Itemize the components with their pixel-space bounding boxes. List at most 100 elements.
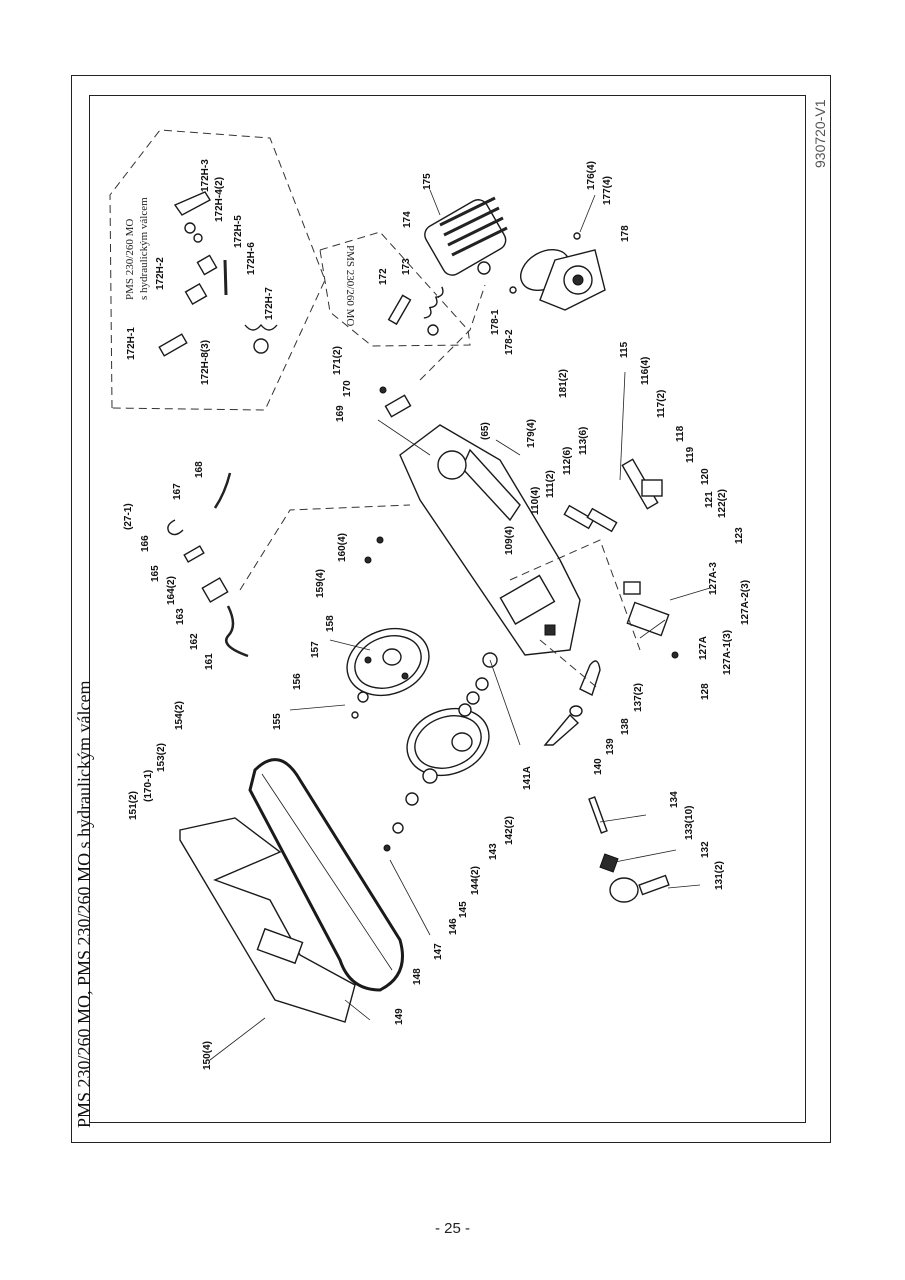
callout-122: 122(2) [717, 489, 728, 518]
callout-134: 134 [669, 791, 680, 808]
svg-text:177(4): 177(4) [602, 176, 613, 205]
svg-text:154(2): 154(2) [174, 701, 185, 730]
svg-text:161: 161 [204, 653, 215, 670]
svg-text:142(2): 142(2) [504, 816, 515, 845]
svg-text:116(4): 116(4) [640, 357, 651, 385]
svg-text:172H-5: 172H-5 [233, 215, 244, 248]
callout-109: 109(4) [504, 526, 515, 555]
svg-text:149: 149 [394, 1008, 405, 1025]
svg-text:172: 172 [378, 268, 389, 285]
inset-hydraulic-label-line1: PMS 230/260 MO [124, 219, 136, 300]
callout-172H-6: 172H-6 [246, 242, 257, 275]
svg-text:112(6): 112(6) [562, 447, 573, 475]
svg-text:169: 169 [335, 405, 346, 422]
svg-text:137(2): 137(2) [633, 683, 644, 712]
svg-text:172H-3: 172H-3 [200, 159, 211, 192]
inset-hydraulic-boundary [109, 129, 326, 411]
callout-159: 159(4) [315, 569, 326, 598]
callout-160: 160(4) [337, 533, 348, 562]
bow-frame [399, 424, 581, 656]
saw-blade [248, 758, 404, 992]
svg-text:145: 145 [458, 901, 469, 918]
callout-137: 137(2) [633, 683, 644, 712]
svg-text:122(2): 122(2) [717, 489, 728, 518]
callout-112: 112(6) [562, 447, 573, 475]
callout-164: 164(2) [166, 576, 177, 605]
inset-hydraulic-label-line2: s hydraulickým válcem [138, 197, 150, 300]
callout-170-1: (170-1) [143, 770, 154, 802]
callout-148: 148 [412, 968, 423, 985]
svg-text:167: 167 [172, 483, 183, 500]
callout-172H-4: 172H-4(2) [214, 177, 225, 222]
tension-parts [543, 660, 670, 903]
callout-140: 140 [593, 758, 604, 775]
svg-text:(27-1): (27-1) [123, 503, 134, 530]
callout-146: 146 [448, 918, 459, 935]
svg-text:(170-1): (170-1) [143, 770, 154, 802]
svg-text:178-2: 178-2 [504, 329, 515, 355]
svg-text:148: 148 [412, 968, 423, 985]
svg-text:176(4): 176(4) [586, 161, 597, 190]
callout-143: 143 [488, 843, 499, 860]
svg-text:139: 139 [605, 738, 616, 755]
svg-text:171(2): 171(2) [332, 346, 343, 375]
callout-178-1: 178-1 [490, 309, 501, 335]
callout-127A-1: 127A-1(3) [722, 630, 733, 675]
svg-text:109(4): 109(4) [504, 526, 515, 555]
svg-text:111(2): 111(2) [545, 470, 556, 498]
svg-text:175: 175 [422, 173, 433, 190]
svg-text:132: 132 [700, 841, 711, 858]
svg-text:172H-6: 172H-6 [246, 242, 257, 275]
callout-127A-2: 127A-2(3) [740, 580, 751, 625]
callout-127A: 127A [698, 636, 709, 660]
callout-161: 161 [204, 653, 215, 670]
svg-text:166: 166 [140, 535, 151, 552]
callout-150: 150(4) [202, 1041, 213, 1070]
callout-168: 168 [194, 461, 205, 478]
svg-text:143: 143 [488, 843, 499, 860]
svg-text:113(6): 113(6) [578, 427, 589, 455]
svg-text:117(2): 117(2) [656, 390, 667, 418]
callout-121: 121 [704, 491, 715, 508]
svg-text:118: 118 [675, 425, 686, 442]
callout-171: 171(2) [332, 346, 343, 375]
callout-177: 177(4) [602, 176, 613, 205]
svg-text:155: 155 [272, 713, 283, 730]
bearing-stack [351, 652, 498, 852]
svg-text:172H-4(2): 172H-4(2) [214, 177, 225, 222]
svg-text:127A-3: 127A-3 [708, 562, 719, 595]
callout-172H-5: 172H-5 [233, 215, 244, 248]
callout-142: 142(2) [504, 816, 515, 845]
callout-156: 156 [292, 673, 303, 690]
callout-176: 176(4) [586, 161, 597, 190]
svg-text:PMS 230/260 MO: PMS 230/260 MO [124, 219, 136, 300]
svg-text:160(4): 160(4) [337, 533, 348, 562]
callout-111: 111(2) [545, 470, 556, 498]
svg-text:151(2): 151(2) [128, 791, 139, 820]
callout-155: 155 [272, 713, 283, 730]
callout-139: 139 [605, 738, 616, 755]
callout-181: 181(2) [558, 369, 569, 398]
svg-text:110(4): 110(4) [530, 487, 541, 515]
svg-text:127A-2(3): 127A-2(3) [740, 580, 751, 625]
callout-173: 173 [401, 258, 412, 275]
svg-text:150(4): 150(4) [202, 1041, 213, 1070]
callout-138: 138 [620, 718, 631, 735]
svg-text:138: 138 [620, 718, 631, 735]
svg-text:153(2): 153(2) [156, 743, 167, 772]
callout-175: 175 [422, 173, 433, 190]
page-title: PMS 230/260 MO, PMS 230/260 MO s hydraul… [74, 680, 94, 1128]
svg-text:157: 157 [310, 641, 321, 658]
svg-text:133(10): 133(10) [684, 806, 695, 840]
wheel-lower [406, 707, 490, 777]
callout-172H-7: 172H-7 [264, 287, 275, 320]
svg-text:147: 147 [433, 943, 444, 960]
callout-120: 120 [700, 468, 711, 485]
callout-170: 170 [342, 380, 353, 397]
blade-guide-parts [563, 458, 679, 659]
svg-text:146: 146 [448, 918, 459, 935]
svg-text:PMS 230/260 MO: PMS 230/260 MO [344, 245, 356, 326]
callout-166: 166 [140, 535, 151, 552]
callout-179: 179(4) [526, 419, 537, 448]
